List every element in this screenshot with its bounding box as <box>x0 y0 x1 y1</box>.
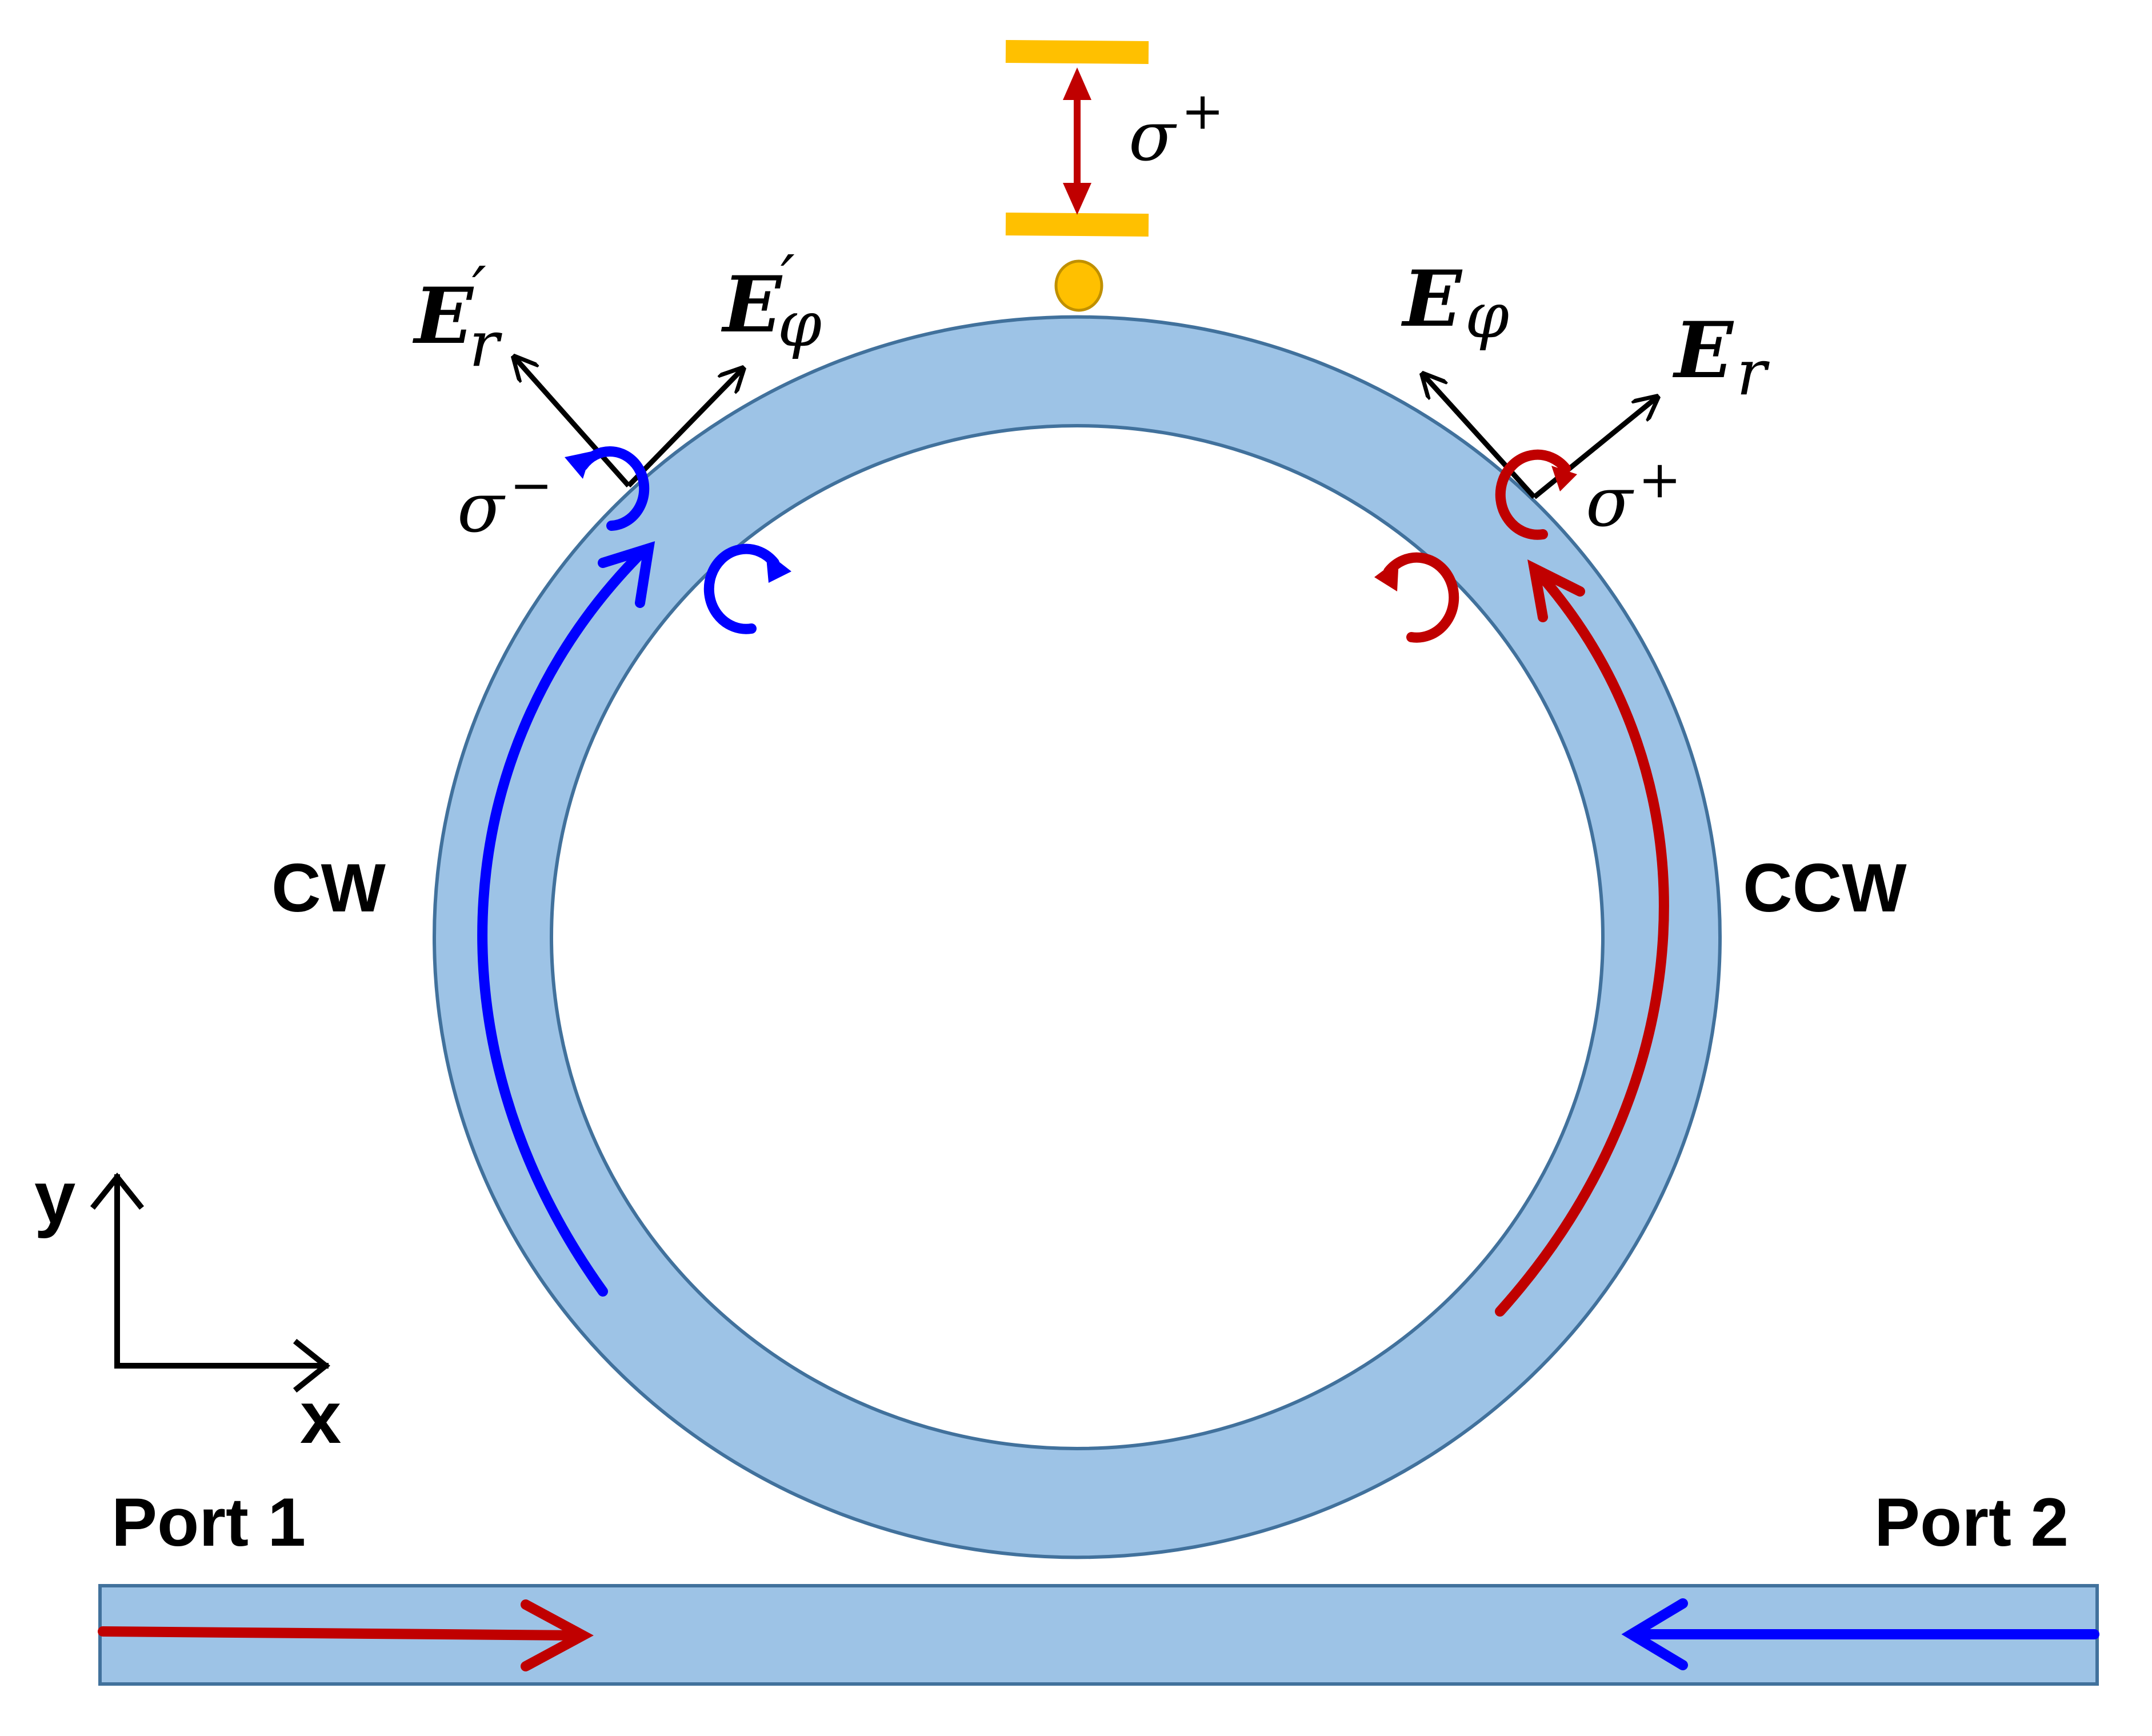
er-vector <box>1533 397 1657 499</box>
sigma-plus-label: σ+ <box>1586 450 1681 542</box>
er-prime-label: E′r <box>412 253 503 381</box>
port2-input-arrow <box>1621 1598 2099 1670</box>
right-field-vectors <box>1423 374 1657 499</box>
ephi-label: Eφ <box>1401 253 1509 352</box>
ccw-mode-arrow <box>1495 559 1669 1317</box>
ephi-prime-label: E′φ <box>721 242 822 361</box>
er-prime-vector <box>514 357 631 487</box>
ring-waveguide <box>432 315 1722 1559</box>
cw-mode-arrow <box>477 541 655 1297</box>
er-label: Er <box>1672 305 1770 409</box>
axis-y-label: y <box>34 1155 75 1239</box>
port2-label: Port 2 <box>1874 1484 2069 1561</box>
ring-resonator <box>432 315 1722 1559</box>
quantum-emitter-dot <box>1054 259 1103 312</box>
coordinate-axes <box>90 1172 331 1393</box>
sigma-minus-label: σ− <box>457 455 553 548</box>
emitter-sigma-plus-label: σ+ <box>1129 81 1224 177</box>
cw-label: CW <box>271 850 386 926</box>
circular-polarization-icon <box>565 446 1577 643</box>
two-level-system-icon <box>1005 40 1149 237</box>
port1-input-arrow <box>98 1599 594 1671</box>
left-field-vectors <box>514 357 743 488</box>
ephi-vector <box>1423 374 1537 499</box>
ccw-label: CCW <box>1743 850 1907 926</box>
axis-x-label: x <box>300 1375 341 1459</box>
port1-label: Port 1 <box>111 1484 306 1561</box>
ephi-prime-vector <box>626 369 743 488</box>
